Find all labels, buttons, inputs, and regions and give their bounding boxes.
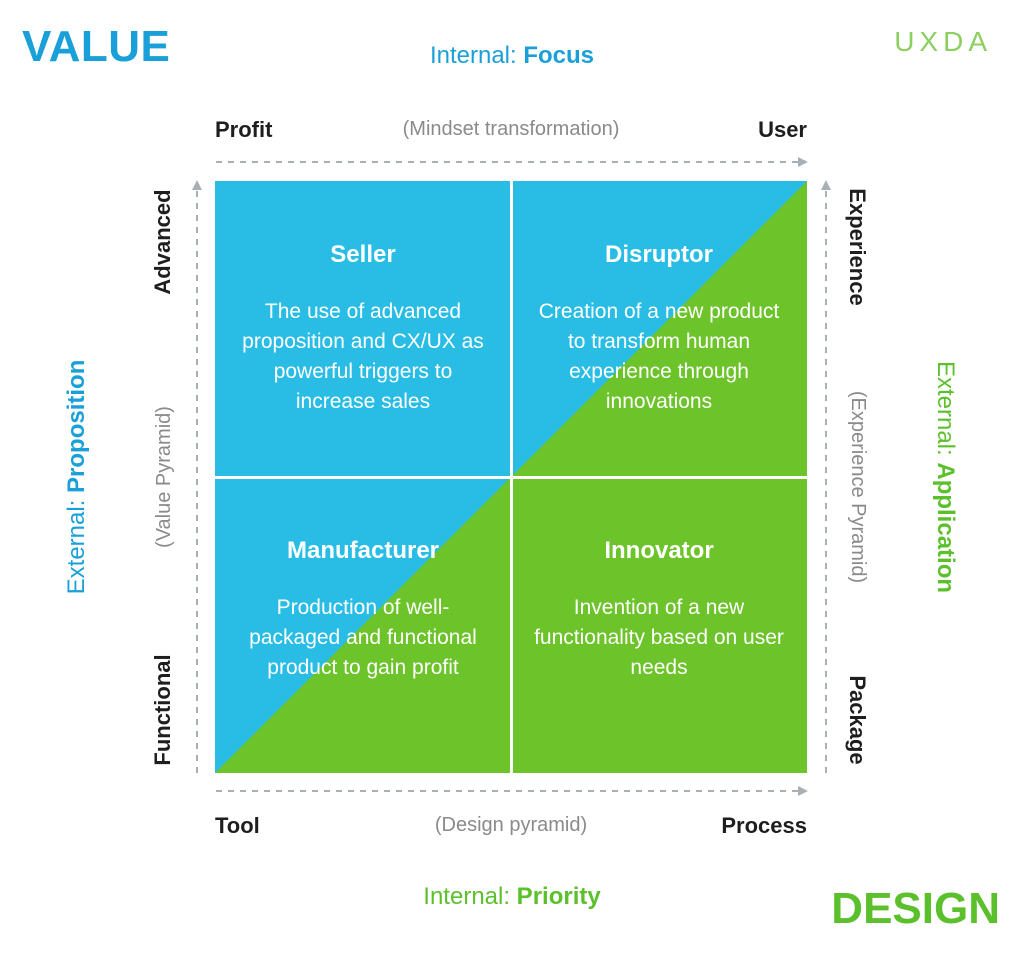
matrix-horizontal-divider	[215, 476, 807, 479]
quadrant-description: Production of well-packaged and function…	[249, 596, 477, 679]
uxda-logo: UXDA	[894, 26, 992, 57]
quadrant-disruptor: Disruptor Creation of a new product to t…	[511, 181, 807, 477]
top-axis-emphasis: Focus	[523, 42, 595, 69]
top-edge-end-label: User	[758, 117, 807, 142]
top-axis-prefix: Internal:	[429, 42, 524, 69]
quadrant-description: Creation of a new product to transform h…	[538, 300, 780, 413]
quadrant-innovator: Innovator Invention of a new functionali…	[511, 477, 807, 773]
quadrant-title: Innovator	[604, 537, 714, 564]
quadrant-manufacturer: Manufacturer Production of well-packaged…	[215, 477, 511, 773]
bottom-axis-prefix: Internal:	[423, 883, 517, 910]
bottom-arrowhead-icon	[798, 786, 808, 796]
left-arrowhead-icon	[192, 180, 202, 190]
quadrant-title: Disruptor	[605, 241, 713, 268]
top-axis-caption: Internal: Focus	[430, 44, 594, 68]
quadrant-title: Seller	[330, 241, 396, 268]
bottom-edge-end-label: Process	[721, 813, 807, 838]
bottom-axis-caption: Internal: Priority	[423, 885, 600, 909]
bottom-axis-emphasis: Priority	[516, 883, 601, 910]
bottom-edge-middle-label: (Design pyramid)	[434, 814, 588, 836]
top-edge-start-label: Profit	[215, 117, 273, 142]
bottom-edge-start-label: Tool	[215, 813, 260, 838]
design-heading: DESIGN	[831, 884, 1000, 933]
value-heading: VALUE	[22, 22, 171, 71]
top-edge-middle-label: (Mindset transformation)	[402, 118, 620, 140]
quadrant-description: The use of advanced proposition and CX/U…	[242, 300, 484, 413]
top-arrowhead-icon	[798, 157, 808, 167]
quadrant-description: Invention of a new functionality based o…	[534, 596, 784, 679]
quadrant-seller: Seller The use of advanced proposition a…	[215, 181, 511, 477]
right-arrowhead-icon	[821, 180, 831, 190]
quadrant-title: Manufacturer	[286, 537, 440, 564]
quadrant-matrix: Seller The use of advanced proposition a…	[215, 181, 807, 773]
